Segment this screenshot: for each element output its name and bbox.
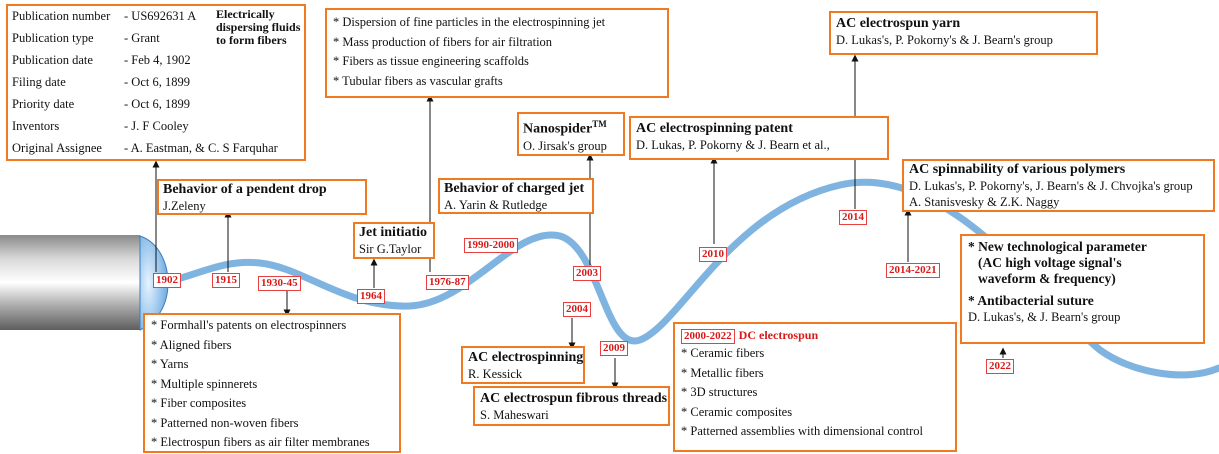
event-author: D. Lukas's, P. Pokorny's & J. Bearn's gr… — [836, 33, 1053, 47]
box-nanospider: NanospiderTM O. Jirsak's group — [517, 112, 625, 156]
event-author: A. Stanisvesky & Z.K. Naggy — [909, 195, 1060, 209]
year-tag-1902: 1902 — [153, 273, 181, 288]
event-title: Jet initiatio — [359, 225, 428, 240]
box-dc-electrospun: 2000-2022 DC electrospun * Ceramic fiber… — [673, 322, 957, 452]
list-item: * Aligned fibers — [151, 337, 232, 352]
list-item: * Metallic fibers — [681, 365, 764, 380]
patent-value: - J. F Cooley — [124, 119, 189, 133]
needle-icon — [0, 235, 140, 330]
year-tag-2004: 2004 — [563, 302, 591, 317]
year-tag-1976-87: 1976-87 — [426, 275, 469, 290]
year-tag-2014-2021: 2014-2021 — [886, 263, 940, 278]
year-tag-2010: 2010 — [699, 247, 727, 262]
antibacterial-title: Antibacterial suture — [977, 293, 1094, 308]
list-item: * Ceramic fibers — [681, 346, 765, 360]
box-ac-patent: AC electrospinning patent D. Lukas, P. P… — [629, 116, 889, 160]
event-author: O. Jirsak's group — [523, 138, 607, 153]
patent-value: - US692631 A — [124, 9, 197, 23]
list-item: * Formhall's patents on electrospinners — [151, 318, 347, 332]
patent-key: Publication date — [12, 53, 93, 67]
box-zeleny: Behavior of a pendent drop J.Zeleny — [157, 179, 367, 215]
patent-value: - Oct 6, 1899 — [124, 75, 190, 89]
dc-year-badge: 2000-2022 — [681, 329, 735, 344]
event-author: D. Lukas's, P. Pokorny's, J. Bearn's & J… — [909, 179, 1193, 193]
box-taylor: Jet initiatio Sir G.Taylor — [353, 222, 435, 259]
bullet-star: * — [968, 293, 975, 308]
year-tag-2014: 2014 — [839, 210, 867, 225]
event-title: Behavior of a pendent drop — [163, 182, 327, 197]
list-item: * Fibers as tissue engineering scaffolds — [333, 54, 529, 68]
box-new-parameter: * New technological parameter (AC high v… — [960, 234, 1205, 344]
box-1976-87: * Dispersion of fine particles in the el… — [325, 8, 669, 98]
box-1930-45: * Formhall's patents on electrospinners … — [143, 313, 401, 453]
new-param-line: (AC high voltage signal's — [978, 255, 1122, 270]
event-title: NanospiderTM — [523, 116, 619, 138]
year-tag-1990-2000: 1990-2000 — [464, 238, 518, 253]
patent-key: Filing date — [12, 75, 66, 89]
trademark-mark: TM — [592, 119, 607, 129]
list-item: * Multiple spinnerets — [151, 376, 258, 391]
patent-key: Original Assignee — [12, 141, 102, 155]
event-title: AC electrospun fibrous threads — [480, 391, 668, 406]
list-item: * Dispersion of fine particles in the el… — [333, 15, 606, 29]
dc-header: 2000-2022 DC electrospun — [681, 327, 949, 344]
year-tag-2022: 2022 — [986, 359, 1014, 374]
box-maheswari: AC electrospun fibrous threads S. Mahesw… — [473, 386, 670, 426]
event-title: Behavior of charged jet — [444, 181, 585, 196]
patent-info-box: Publication number - US692631 A Publicati… — [6, 4, 306, 161]
list-item: * Fiber composites — [151, 396, 247, 410]
event-author: D. Lukas, P. Pokorny & J. Bearn et al., — [636, 138, 830, 152]
new-param-line: * New technological parameter — [968, 239, 1197, 255]
new-param-line: waveform & frequency) — [978, 271, 1116, 286]
patent-key: Inventors — [12, 119, 60, 133]
list-item: * Electrospun fibers as air filter membr… — [151, 435, 370, 449]
event-author: Sir G.Taylor — [359, 242, 422, 256]
new-param-title: New technological parameter — [978, 239, 1147, 254]
list-item: * Mass production of fibers for air filt… — [333, 34, 553, 49]
new-param-line: * Antibacterial suture — [968, 293, 1197, 309]
year-tag-1915: 1915 — [212, 273, 240, 288]
patent-key: Publication number — [12, 9, 111, 23]
patent-value: - Grant — [124, 31, 160, 45]
year-tag-1964: 1964 — [357, 289, 385, 304]
list-item: * Patterned non-woven fibers — [151, 415, 299, 430]
box-yarin: Behavior of charged jet A. Yarin & Rutle… — [438, 178, 594, 214]
list-item: * Patterned assemblies with dimensional … — [681, 424, 923, 438]
patent-value: - Oct 6, 1899 — [124, 97, 190, 111]
list-item: * Ceramic composites — [681, 404, 793, 419]
list-item: * Yarns — [151, 357, 189, 371]
event-title: AC spinnability of various polymers — [909, 162, 1126, 177]
patent-title-note: Electrically dispersing fluids to form f… — [216, 7, 301, 47]
bullet-star: * — [968, 239, 975, 254]
dc-title: DC electrospun — [738, 328, 819, 342]
patent-value: - Feb 4, 1902 — [124, 53, 191, 67]
nanospider-name: Nanospider — [523, 121, 593, 137]
patent-value: - A. Eastman, & C. S Farquhar — [124, 141, 278, 155]
list-item: * 3D structures — [681, 385, 758, 399]
year-tag-1930-45: 1930-45 — [258, 276, 301, 291]
event-author: A. Yarin & Rutledge — [444, 198, 548, 212]
list-item: * Tubular fibers as vascular grafts — [333, 73, 503, 88]
event-author: R. Kessick — [468, 367, 523, 381]
event-author: D. Lukas's, & J. Bearn's group — [968, 310, 1121, 324]
box-ac-yarn: AC electrospun yarn D. Lukas's, P. Pokor… — [829, 11, 1098, 55]
event-title: AC electrospun yarn — [836, 16, 961, 31]
patent-key: Priority date — [12, 97, 75, 111]
box-kessick: AC electrospinning R. Kessick — [461, 346, 585, 384]
event-title: AC electrospinning patent — [636, 121, 793, 136]
event-author: J.Zeleny — [163, 199, 206, 213]
patent-key: Publication type — [12, 31, 94, 45]
event-title: AC electrospinning — [468, 350, 584, 365]
box-ac-spinnability: AC spinnability of various polymers D. L… — [902, 159, 1215, 212]
year-tag-2003: 2003 — [573, 266, 601, 281]
event-author: S. Maheswari — [480, 408, 549, 422]
year-tag-2009: 2009 — [600, 341, 628, 356]
